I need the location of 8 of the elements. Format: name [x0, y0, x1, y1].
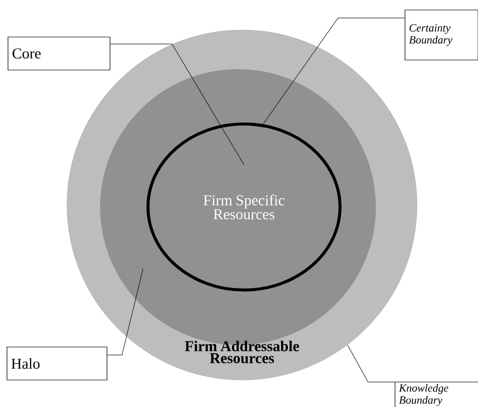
leader-line	[110, 44, 244, 165]
label-box: Knowledge Boundary	[394, 382, 478, 407]
label-box: Halo	[6, 346, 108, 380]
leader-line	[347, 344, 396, 382]
label-box: Core	[8, 36, 110, 70]
leader-line	[262, 18, 405, 124]
label-box: Certainty Boundary	[404, 10, 478, 60]
leader-line	[107, 268, 144, 356]
